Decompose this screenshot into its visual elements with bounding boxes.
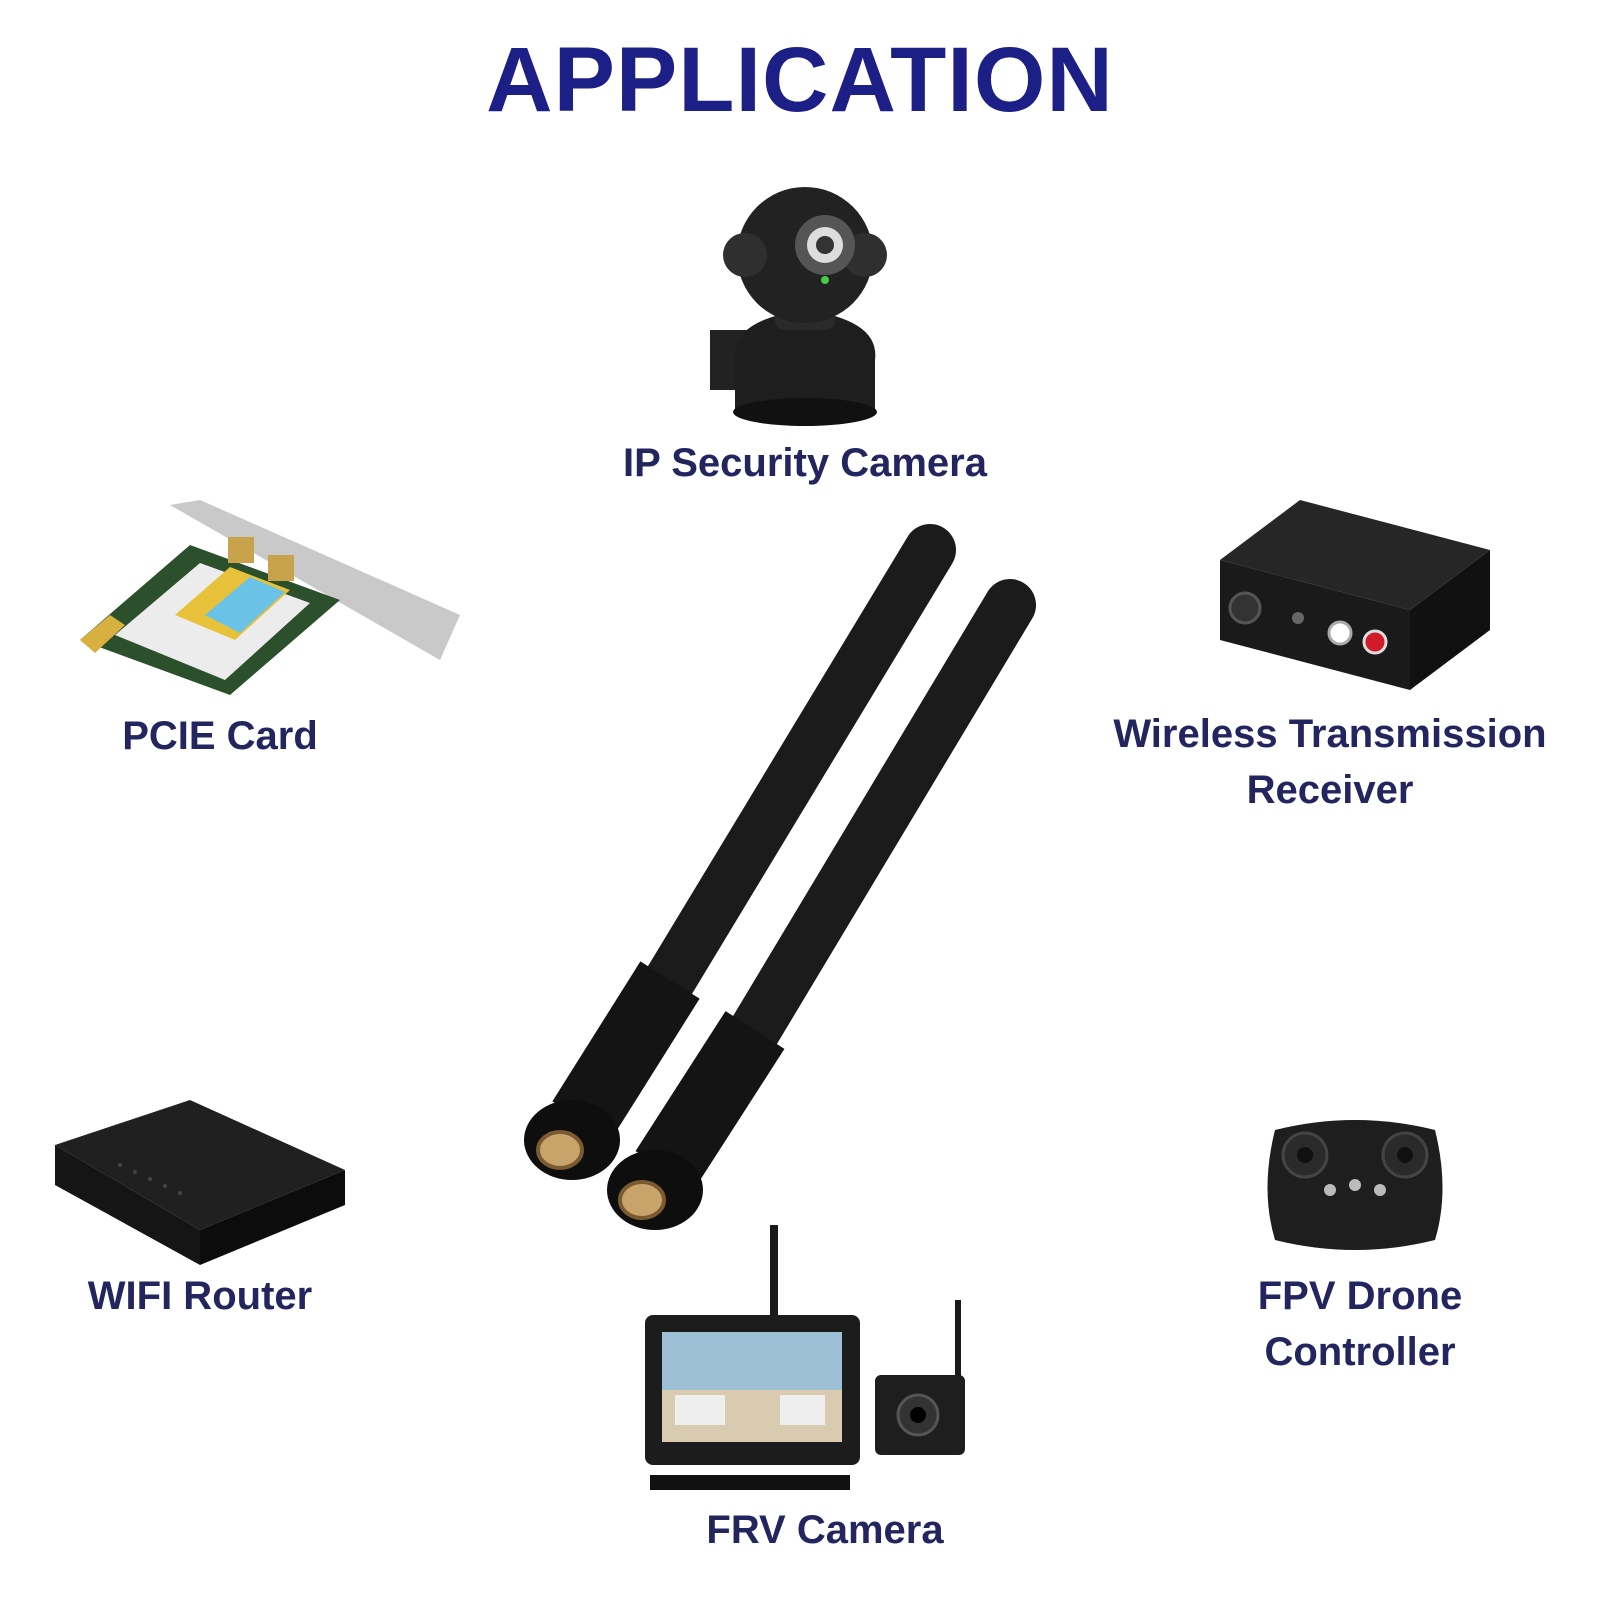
fpv-controller-line1: FPV Drone: [1257, 1274, 1463, 1318]
pcie-card-image: [80, 495, 460, 695]
ip-security-camera-label: IP Security Camera: [623, 441, 987, 485]
wireless-receiver-line2: Receiver: [1246, 768, 1414, 812]
wifi-router-image: [50, 1095, 350, 1275]
pcie-card-label: PCIE Card: [122, 714, 318, 758]
receiver-box-image: [1200, 490, 1500, 700]
wifi-router-label: WIFI Router: [87, 1274, 313, 1318]
wireless-receiver-line1: Wireless Transmission: [1113, 712, 1547, 756]
page-title: APPLICATION: [486, 29, 1114, 131]
fpv-controller-label: FPV Drone Controller: [1190, 1268, 1530, 1380]
drone-controller-image: [1260, 1110, 1450, 1260]
frv-camera-label: FRV Camera: [706, 1508, 944, 1552]
wireless-receiver-label: Wireless Transmission Receiver: [1090, 706, 1570, 818]
antenna-pair-image: [520, 520, 1060, 1240]
fpv-controller-line2: Controller: [1264, 1330, 1456, 1374]
frv-monitor-camera-image: [630, 1220, 980, 1495]
security-camera-image: [690, 180, 920, 430]
